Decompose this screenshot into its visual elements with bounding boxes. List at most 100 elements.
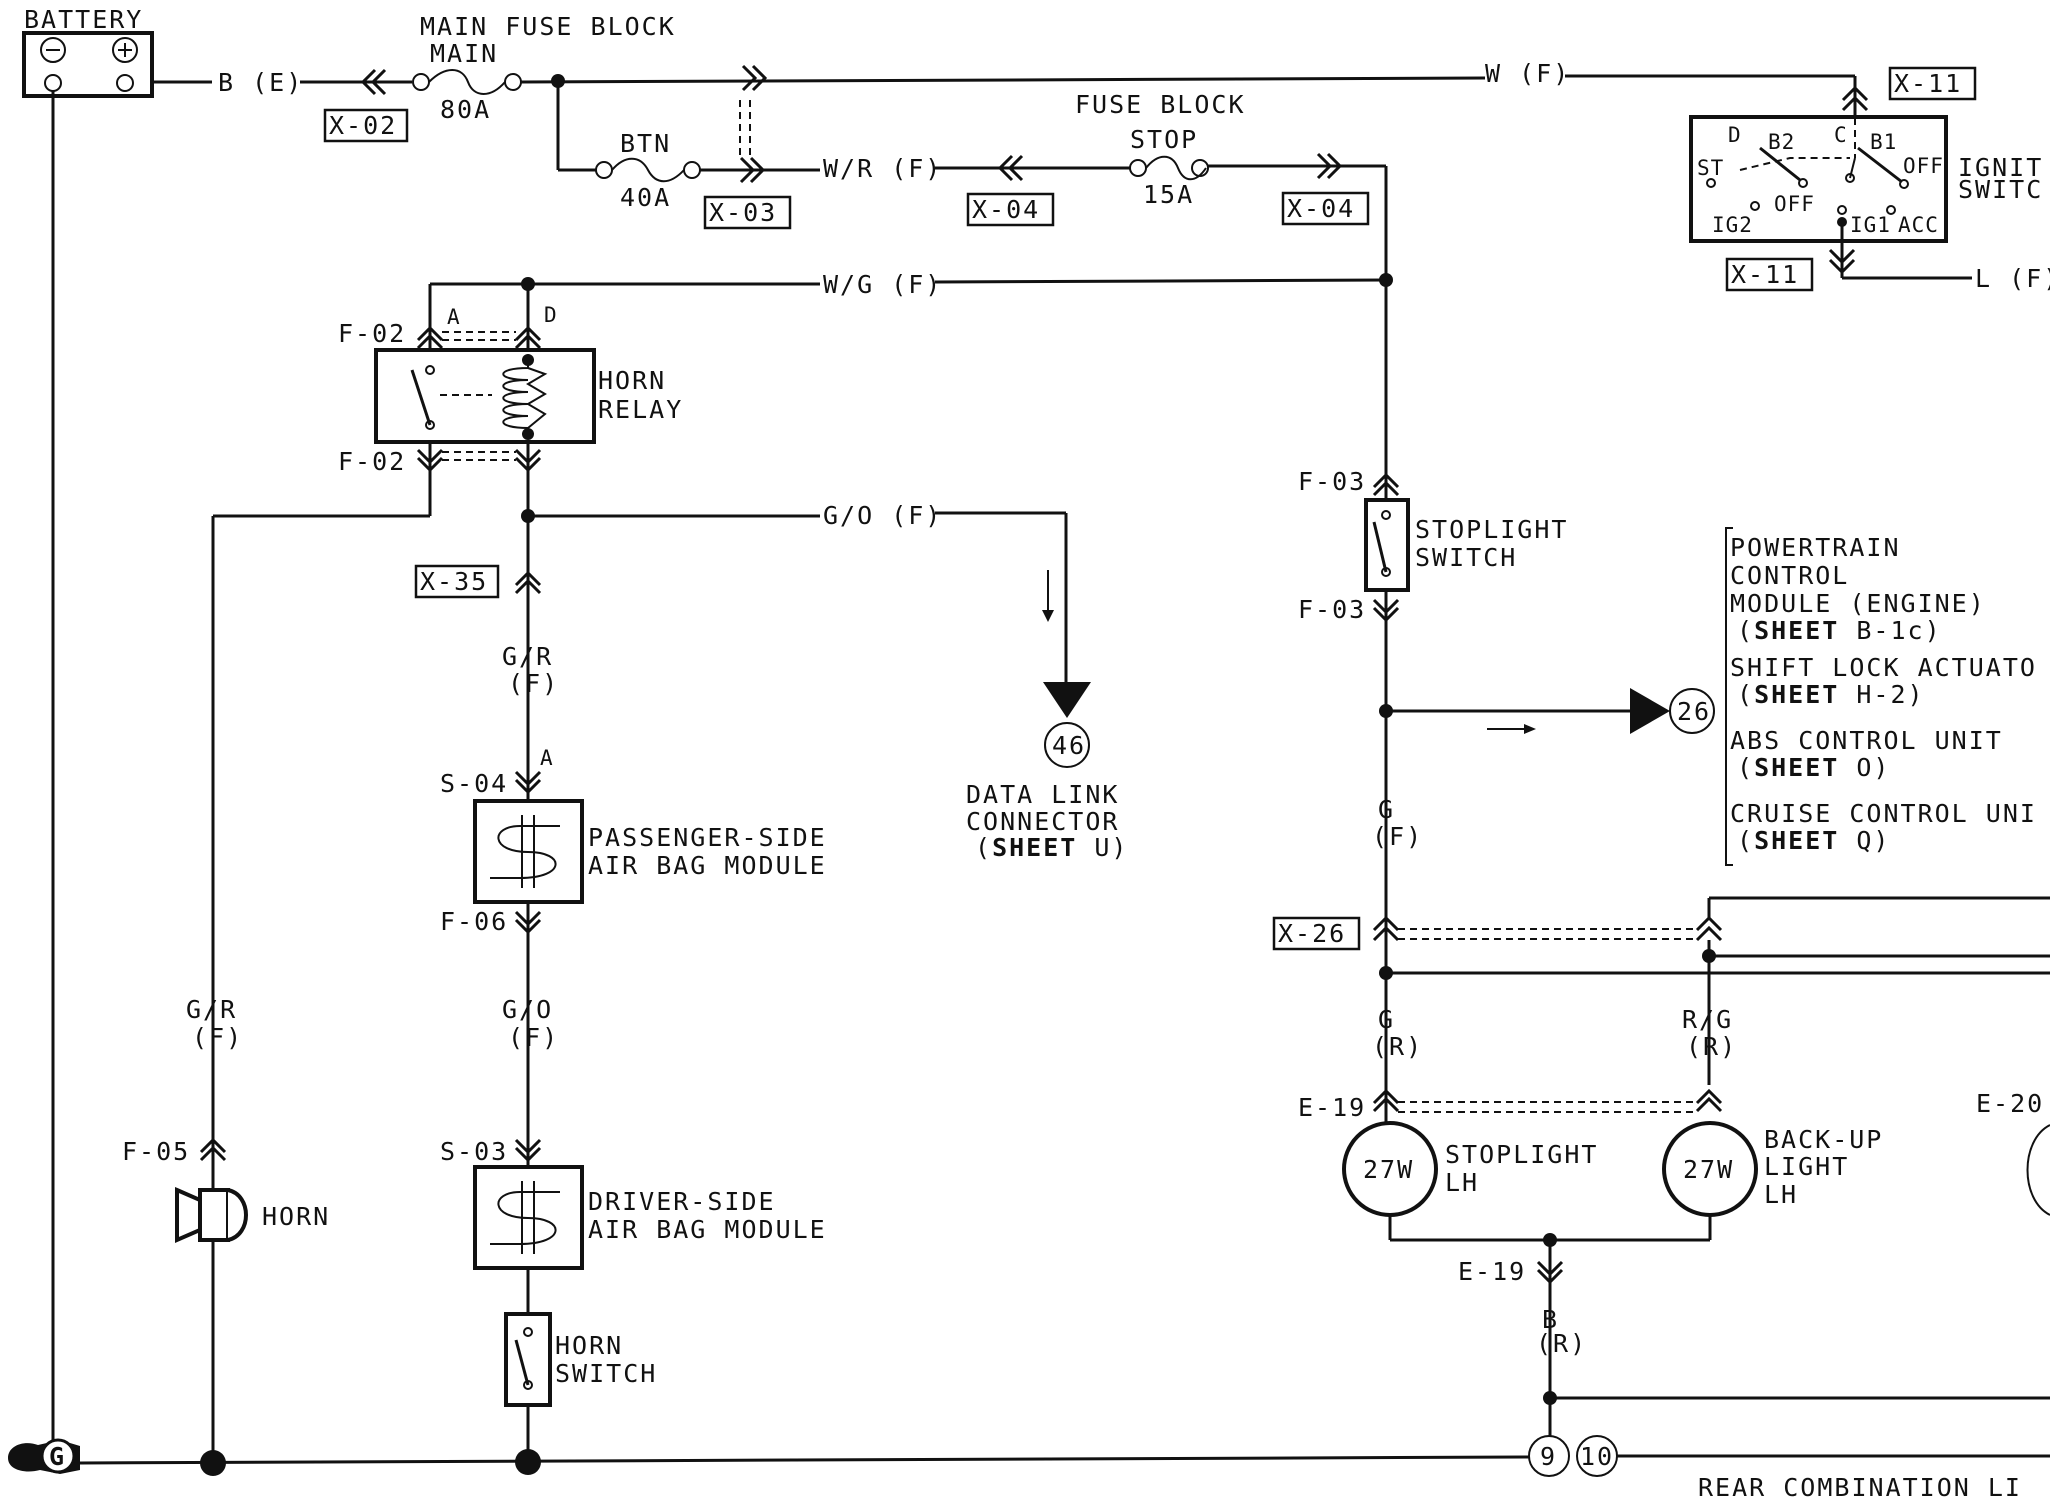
ground-symbol: G <box>8 1438 80 1474</box>
battery: BATTERY <box>22 5 154 98</box>
svg-text:X-11: X-11 <box>1894 69 1962 98</box>
ignition-switch-label-2: SWITC <box>1958 175 2043 204</box>
wire-label-be: B (E) <box>218 68 303 97</box>
wire-label-lf: L (F) <box>1975 264 2050 293</box>
battery-label: BATTERY <box>24 5 143 34</box>
svg-text:(SHEET B-1c): (SHEET B-1c) <box>1737 616 1942 645</box>
relay-pin-d: D <box>544 303 558 327</box>
wire-label-wgf: W/G (F) <box>823 270 942 299</box>
btn-fuse-label: BTN <box>620 129 671 158</box>
svg-text:IG1: IG1 <box>1850 213 1891 237</box>
horn-switch-label-2: SWITCH <box>555 1359 657 1388</box>
connector-x02: X-02 <box>323 108 409 143</box>
btn-fuse-40a <box>595 157 701 183</box>
wire-label-rg-2: (R) <box>1686 1032 1737 1061</box>
svg-text:ACC: ACC <box>1898 213 1939 237</box>
fuse-block-title: FUSE BLOCK <box>1075 90 1246 119</box>
wire-label-wf: W (F) <box>1485 59 1570 88</box>
wire-label-br-2: (R) <box>1536 1329 1587 1358</box>
svg-text:27W: 27W <box>1363 1155 1414 1184</box>
backup-lh-label-3: LH <box>1764 1180 1798 1209</box>
module-list: POWERTRAIN CONTROL MODULE (ENGINE) (SHEE… <box>1730 533 2037 855</box>
wire-label-g-2: (F) <box>1372 822 1423 851</box>
btn-fuse-rating: 40A <box>620 183 671 212</box>
connector-f02a: F-02 <box>338 319 406 348</box>
svg-text:POWERTRAIN: POWERTRAIN <box>1730 533 1901 562</box>
wire-label-go-1: G/O <box>502 995 553 1024</box>
svg-text:(SHEET H-2): (SHEET H-2) <box>1737 680 1925 709</box>
svg-text:OFF: OFF <box>1774 192 1815 216</box>
dlc-sheet-ref: (SHEET U) <box>975 833 1128 862</box>
svg-text:X-02: X-02 <box>329 111 397 140</box>
dlc-label-2: CONNECTOR <box>966 807 1119 836</box>
backup-light-lh-bulb: 27W <box>1662 1121 1758 1217</box>
connector-f03a: F-03 <box>1298 467 1366 496</box>
stoplight-lh-bulb: 27W <box>1342 1121 1438 1217</box>
wire-label-gr-r-2: (R) <box>1372 1032 1423 1061</box>
svg-text:B2: B2 <box>1768 130 1795 154</box>
svg-text:27W: 27W <box>1683 1155 1734 1184</box>
connector-x04a: X-04 <box>966 192 1055 227</box>
stoplight-switch-label-1: STOPLIGHT <box>1415 515 1568 544</box>
connector-f03b: F-03 <box>1298 595 1366 624</box>
stoplight-switch <box>1364 498 1410 592</box>
svg-text:(SHEET O): (SHEET O) <box>1737 753 1890 782</box>
ref-46: 46 <box>1052 731 1086 760</box>
svg-text:C: C <box>1834 123 1848 147</box>
connector-x04b: X-04 <box>1281 191 1370 226</box>
svg-text:SHIFT LOCK ACTUATO: SHIFT LOCK ACTUATO <box>1730 653 2037 682</box>
pass-airbag-label-1: PASSENGER-SIDE <box>588 823 827 852</box>
connector-e19b: E-19 <box>1458 1257 1526 1286</box>
wire-label-gr2-2: (F) <box>192 1023 243 1052</box>
horn-switch-label-1: HORN <box>555 1331 623 1360</box>
svg-text:OFF: OFF <box>1903 154 1944 178</box>
pass-airbag-label-2: AIR BAG MODULE <box>588 851 827 880</box>
svg-text:X-03: X-03 <box>709 198 777 227</box>
connector-s03: S-03 <box>440 1137 508 1166</box>
wire-label-g-1: G <box>1378 795 1395 824</box>
svg-text:CONTROL: CONTROL <box>1730 561 1849 590</box>
svg-text:(SHEET Q): (SHEET Q) <box>1737 826 1890 855</box>
wire-label-gr2-1: G/R <box>186 995 237 1024</box>
ref-26: 26 <box>1677 697 1711 726</box>
svg-text:X-04: X-04 <box>972 195 1040 224</box>
drv-airbag-label-1: DRIVER-SIDE <box>588 1187 776 1216</box>
stoplight-lh-label-1: STOPLIGHT <box>1445 1140 1598 1169</box>
horn-relay <box>374 348 596 444</box>
svg-text:X-26: X-26 <box>1278 919 1346 948</box>
connector-x03: X-03 <box>703 195 792 230</box>
stop-fuse-label: STOP <box>1130 125 1198 154</box>
backup-lh-label-2: LIGHT <box>1764 1152 1849 1181</box>
ref-9: 9 <box>1540 1442 1557 1471</box>
backup-lh-label-1: BACK-UP <box>1764 1125 1883 1154</box>
connector-x35: X-35 <box>414 564 500 599</box>
stoplight-lh-label-2: LH <box>1445 1168 1479 1197</box>
svg-text:ST: ST <box>1697 156 1724 180</box>
svg-text:CRUISE CONTROL UNI: CRUISE CONTROL UNI <box>1730 799 2037 828</box>
connector-x26: X-26 <box>1272 916 1361 951</box>
connector-f06: F-06 <box>440 907 508 936</box>
partial-bulb-e20 <box>2026 1124 2050 1216</box>
stop-fuse-15a <box>1129 155 1209 181</box>
wire-label-gof: G/O (F) <box>823 501 942 530</box>
main-fuse-label: MAIN <box>430 39 498 68</box>
ref-10: 10 <box>1580 1442 1614 1471</box>
svg-text:D: D <box>1728 123 1742 147</box>
connector-e19a: E-19 <box>1298 1093 1366 1122</box>
main-fuse-80a <box>412 69 522 95</box>
svg-text:B1: B1 <box>1870 130 1897 154</box>
connector-s04: S-04 <box>440 769 508 798</box>
airbag-pin-a: A <box>540 746 554 770</box>
wire-label-rg-1: R/G <box>1682 1005 1733 1034</box>
main-fuse-block-title: MAIN FUSE BLOCK <box>420 12 676 41</box>
ignition-switch: D B2 C B1 OFF ST OFF IG2 IG1 ACC <box>1689 115 1948 243</box>
passenger-airbag-module <box>473 799 584 904</box>
rear-combination-label: REAR COMBINATION LI <box>1698 1473 2022 1502</box>
svg-text:ABS CONTROL UNIT: ABS CONTROL UNIT <box>1730 726 2003 755</box>
drv-airbag-label-2: AIR BAG MODULE <box>588 1215 827 1244</box>
driver-airbag-module <box>473 1165 584 1270</box>
horn-relay-label-2: RELAY <box>598 395 683 424</box>
horn-label: HORN <box>262 1202 330 1231</box>
wire-label-br-1: B <box>1542 1305 1559 1334</box>
